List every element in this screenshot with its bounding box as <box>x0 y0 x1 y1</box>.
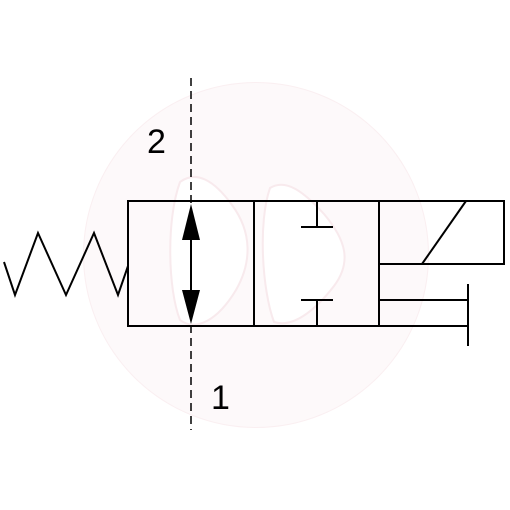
flow-arrow-bidirectional <box>182 204 200 324</box>
watermark-logo <box>83 82 429 428</box>
port-label-bottom: 1 <box>211 379 230 417</box>
solenoid-icon <box>378 200 505 265</box>
port-label-top: 2 <box>147 123 166 161</box>
blocked-port-bottom <box>301 299 333 326</box>
blocked-port-top <box>301 201 333 228</box>
spring-icon <box>3 230 129 299</box>
override-lines <box>379 284 469 346</box>
